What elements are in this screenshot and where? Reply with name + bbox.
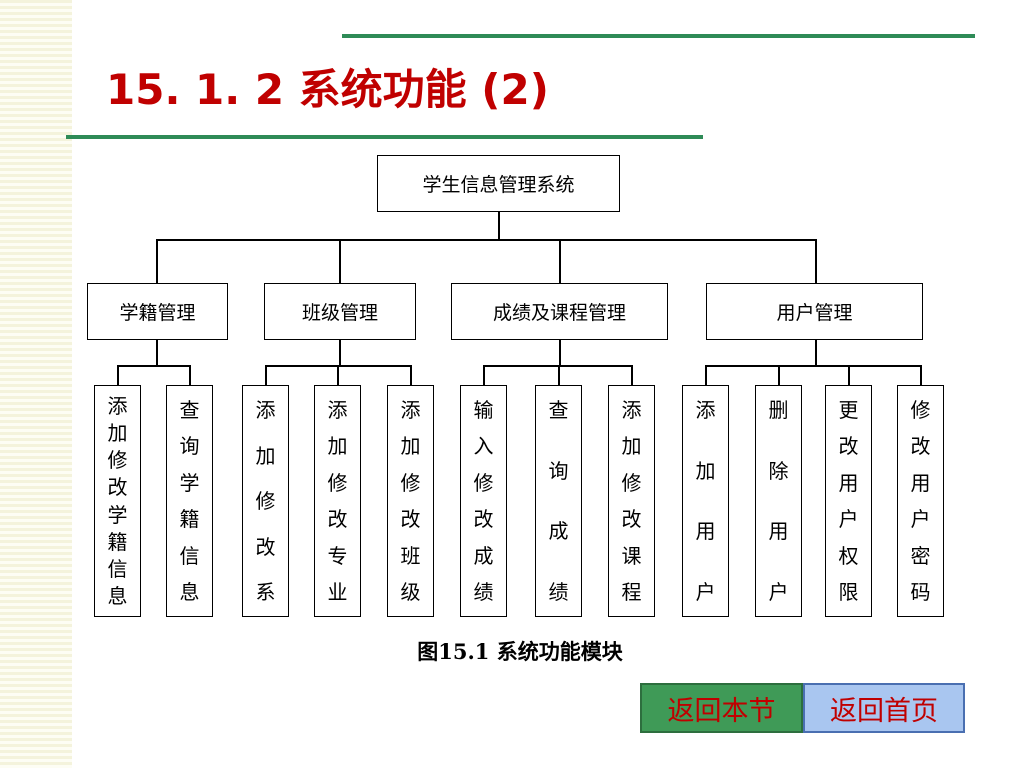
group-node-class-management: 班级管理 [264, 283, 416, 340]
connector-line [410, 365, 412, 385]
connector-line [705, 365, 707, 385]
group-node-user-management: 用户管理 [706, 283, 923, 340]
connector-line [117, 365, 190, 367]
back-to-section-button[interactable]: 返回本节 [640, 683, 803, 733]
group-node-score-course-management: 成绩及课程管理 [451, 283, 668, 340]
connector-line [558, 365, 560, 385]
connector-line [848, 365, 850, 385]
group-node-student-records: 学籍管理 [87, 283, 228, 340]
connector-line [498, 212, 500, 240]
leaf-node: 添加修改系 [242, 385, 289, 617]
leaf-node: 添加修改课程 [608, 385, 655, 617]
decorative-stripe-margin [0, 0, 72, 768]
leaf-node: 查询学籍信息 [166, 385, 213, 617]
leaf-node: 删除用户 [755, 385, 802, 617]
figure-caption: 图15.1 系统功能模块 [417, 639, 623, 664]
leaf-node: 更改用户权限 [825, 385, 872, 617]
connector-line [265, 365, 267, 385]
top-rule [342, 34, 975, 38]
connector-line [920, 365, 922, 385]
connector-line [815, 340, 817, 366]
connector-line [117, 365, 119, 385]
connector-line [559, 239, 561, 283]
connector-line [631, 365, 633, 385]
leaf-node: 添加修改班级 [387, 385, 434, 617]
connector-line [156, 340, 158, 366]
connector-line [559, 340, 561, 366]
slide-title: 15. 1. 2 系统功能 (2) [106, 65, 549, 114]
connector-line [156, 239, 816, 241]
root-node: 学生信息管理系统 [377, 155, 620, 212]
connector-line [815, 239, 817, 283]
back-to-home-button[interactable]: 返回首页 [803, 683, 965, 733]
leaf-node: 添加用户 [682, 385, 729, 617]
connector-line [483, 365, 632, 367]
leaf-node: 输入修改成绩 [460, 385, 507, 617]
leaf-node: 添加修改学籍信息 [94, 385, 141, 617]
connector-line [705, 365, 921, 367]
connector-line [339, 239, 341, 283]
connector-line [156, 239, 158, 283]
leaf-node: 修改用户密码 [897, 385, 944, 617]
connector-line [339, 340, 341, 366]
connector-line [778, 365, 780, 385]
title-rule [66, 135, 703, 139]
leaf-node: 添加修改专业 [314, 385, 361, 617]
connector-line [189, 365, 191, 385]
leaf-node: 查询成绩 [535, 385, 582, 617]
connector-line [337, 365, 339, 385]
connector-line [483, 365, 485, 385]
